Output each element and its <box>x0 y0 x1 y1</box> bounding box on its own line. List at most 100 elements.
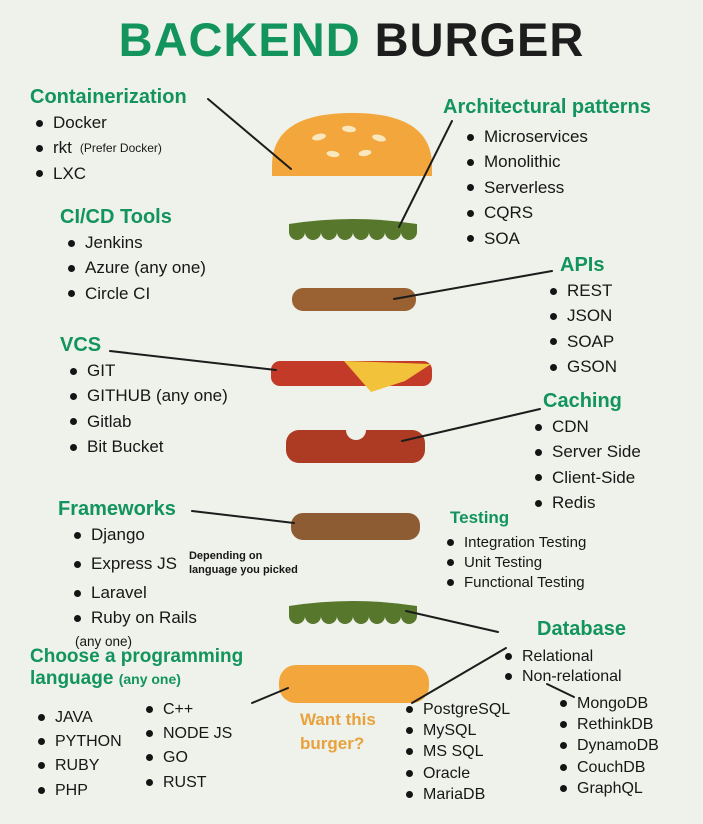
list-item: MS SQL <box>406 742 510 761</box>
list-item: CDN <box>535 417 641 437</box>
item-label: Unit Testing <box>464 553 543 571</box>
relational-db-list: PostgreSQL MySQL MS SQL Oracle MariaDB <box>406 700 510 806</box>
frameworks-heading: Frameworks <box>58 498 176 520</box>
section-programming-language: Choose a programming language (any one) <box>30 646 243 690</box>
item-label: JSON <box>567 306 613 326</box>
section-database: Database Relational Non-relational <box>505 618 626 687</box>
item-label: PYTHON <box>55 733 122 751</box>
item-label: LXC <box>53 163 87 183</box>
item-label: Oracle <box>423 764 471 782</box>
note-line: language you picked <box>188 564 298 577</box>
list-item: Integration Testing <box>447 534 586 552</box>
list-item: Oracle <box>406 764 510 783</box>
cheese-slice <box>344 361 431 392</box>
section-cicd-tools: CI/CD Tools Jenkins Azure (any one) Circ… <box>60 206 206 309</box>
list-item: Gitlab <box>70 412 228 432</box>
list-item: Circle CI <box>68 284 206 304</box>
database-heading: Database <box>537 618 626 640</box>
frameworks-footnote: (any one) <box>75 633 133 649</box>
item-label: Azure (any one) <box>85 258 206 278</box>
item-label: Django <box>91 525 145 544</box>
list-item: GIT <box>70 361 228 381</box>
item-label: CQRS <box>484 203 534 223</box>
item-label: Functional Testing <box>464 573 585 591</box>
item-label: Ruby on Rails <box>91 608 197 628</box>
connector-apis <box>393 270 553 300</box>
heading-line: Choose a programming <box>30 646 244 667</box>
connector-containerization <box>207 98 292 170</box>
list-item: Monolithic <box>467 152 651 172</box>
list-item: JSON <box>550 306 617 326</box>
section-containerization: Containerization Docker rkt(Prefer Docke… <box>30 86 187 189</box>
item-label: Non-relational <box>522 668 622 686</box>
sesame-seeds <box>312 125 386 158</box>
list-item: Docker <box>36 113 187 133</box>
section-apis: APIs REST JSON SOAP GSON <box>550 254 617 383</box>
bottom-bun <box>279 665 429 703</box>
patty-lower <box>291 513 420 540</box>
list-item: C++ <box>146 700 232 719</box>
connector-architectural-patterns <box>398 120 453 228</box>
list-item: MongoDB <box>560 694 659 713</box>
patty-upper <box>292 288 416 311</box>
item-label: RUBY <box>55 757 100 775</box>
item-label: Docker <box>53 113 107 132</box>
list-item: SOA <box>467 229 651 249</box>
section-architectural-patterns: Architectural patterns Microservices Mon… <box>443 96 651 254</box>
item-label: Server Side <box>552 442 641 462</box>
item-label: PHP <box>55 781 88 799</box>
list-item: JAVA <box>38 708 122 727</box>
lettuce-upper <box>289 219 417 240</box>
item-label: Circle CI <box>85 283 151 303</box>
list-item: MySQL <box>406 721 510 740</box>
list-item: Express JS Depending on language you pic… <box>74 550 298 578</box>
frameworks-dependency-note: Depending on language you picked <box>189 550 298 578</box>
item-label: PostgreSQL <box>423 701 511 718</box>
item-label: Gitlab <box>87 411 132 431</box>
item-label: Microservices <box>484 127 588 146</box>
list-item: GSON <box>550 357 617 377</box>
want-this-burger-callout: Want this burger? <box>300 708 376 756</box>
list-item: Bit Bucket <box>70 437 228 457</box>
item-label: Bit Bucket <box>87 437 164 457</box>
item-label: Express JS <box>91 553 177 573</box>
connector-frameworks <box>191 510 295 524</box>
apis-heading: APIs <box>560 254 605 276</box>
list-item: Ruby on Rails <box>74 608 298 628</box>
item-label: Integration Testing <box>464 533 587 551</box>
callout-line: Want this <box>300 710 376 729</box>
language-heading: Choose a programming language (any one) <box>30 646 243 690</box>
item-label: CouchDB <box>577 758 646 776</box>
list-item: Non-relational <box>505 667 626 686</box>
list-item: Client-Side <box>535 468 641 488</box>
list-item: LXC <box>36 164 187 184</box>
list-item: Relational <box>505 647 626 666</box>
item-note: (Prefer Docker) <box>79 141 162 156</box>
connector-programming-language <box>251 687 289 704</box>
testing-heading: Testing <box>450 508 510 527</box>
connector-database <box>405 610 499 633</box>
list-item: RUBY <box>38 756 122 775</box>
item-label: RUST <box>163 773 207 791</box>
item-label: Redis <box>552 493 596 513</box>
item-label: C++ <box>163 701 194 718</box>
title-backend: BACKEND <box>118 13 361 66</box>
list-item: Functional Testing <box>447 574 586 592</box>
item-label: Monolithic <box>484 152 561 172</box>
cicd-heading: CI/CD Tools <box>60 206 172 228</box>
non-relational-db-list: MongoDB RethinkDB DynamoDB CouchDB Graph… <box>560 694 659 800</box>
list-item: GITHUB (any one) <box>70 386 228 406</box>
list-item: DynamoDB <box>560 736 659 755</box>
language-column-1: JAVA PYTHON RUBY PHP <box>38 708 122 805</box>
item-label: SOA <box>484 228 520 248</box>
item-label: rkt <box>53 138 72 158</box>
heading-line: language <box>30 667 114 689</box>
list-item: GraphQL <box>560 779 659 798</box>
item-label: GO <box>163 749 188 767</box>
item-label: SOAP <box>567 331 615 351</box>
list-item: GO <box>146 748 232 767</box>
section-frameworks: Frameworks Django Express JS Depending o… <box>58 498 298 649</box>
list-item: Django <box>74 525 298 545</box>
